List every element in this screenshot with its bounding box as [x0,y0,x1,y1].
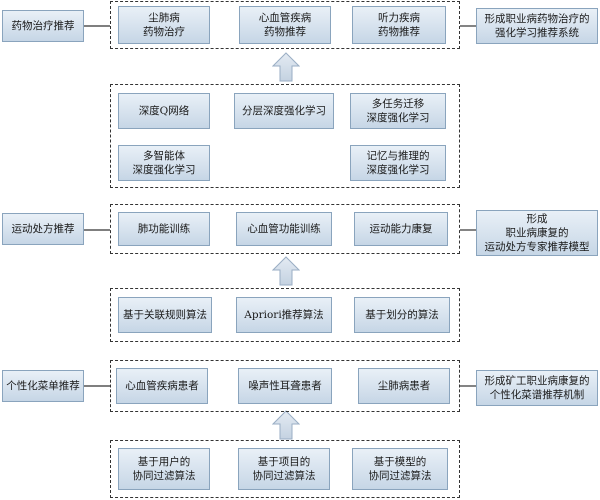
training-lung: 肺功能训练 [118,212,210,246]
rl-method-hierarchical: 分层深度强化学习 [234,93,334,129]
patients-group [110,360,460,412]
rl-method-multitask: 多任务迁移 深度强化学习 [350,93,446,129]
patient-noise-deafness: 噪声性耳聋患者 [238,368,332,404]
cf-user-based: 基于用户的 协同过滤算法 [118,448,210,490]
patient-cardiovascular: 心血管疾病患者 [116,368,208,404]
up-arrow-1 [272,52,300,82]
drug-targets-group [110,1,460,49]
rl-method-multiagent: 多智能体 深度强化学习 [118,145,210,181]
algo-partition: 基于划分的算法 [354,297,450,333]
algo-apriori: Apriori推荐算法 [236,297,332,333]
left-label-drug: 药物治疗推荐 [2,10,84,42]
drug-target-pneumoconiosis: 尘肺病 药物治疗 [118,6,210,44]
right-label-menu: 形成矿工职业病康复的 个性化菜谱推荐机制 [476,370,598,406]
cf-model-based: 基于模型的 协同过滤算法 [352,448,448,490]
assoc-algorithms-group [110,288,460,342]
training-motor: 运动能力康复 [354,212,448,246]
rl-methods-group [110,84,460,188]
drug-target-hearing: 听力疾病 药物推荐 [352,6,446,44]
left-label-exercise: 运动处方推荐 [2,213,84,245]
patient-pneumoconiosis: 尘肺病患者 [358,368,450,404]
right-label-exercise: 形成 职业病康复的 运动处方专家推荐模型 [476,210,598,256]
cf-algorithms-group [110,440,460,498]
up-arrow-2 [272,256,300,286]
up-arrow-3 [272,410,300,440]
rl-method-dqn: 深度Q网络 [118,93,210,129]
cf-item-based: 基于项目的 协同过滤算法 [238,448,330,490]
rl-method-memory-reasoning: 记忆与推理的 深度强化学习 [350,145,446,181]
training-group [110,204,460,254]
drug-target-cardiovascular: 心血管疾病 药物推荐 [239,6,331,44]
left-label-menu: 个性化菜单推荐 [2,370,84,402]
training-cardiovascular: 心血管功能训练 [236,212,332,246]
algo-association-rules: 基于关联规则算法 [118,297,212,333]
right-label-drug: 形成职业病药物治疗的 强化学习推荐系统 [476,8,598,44]
